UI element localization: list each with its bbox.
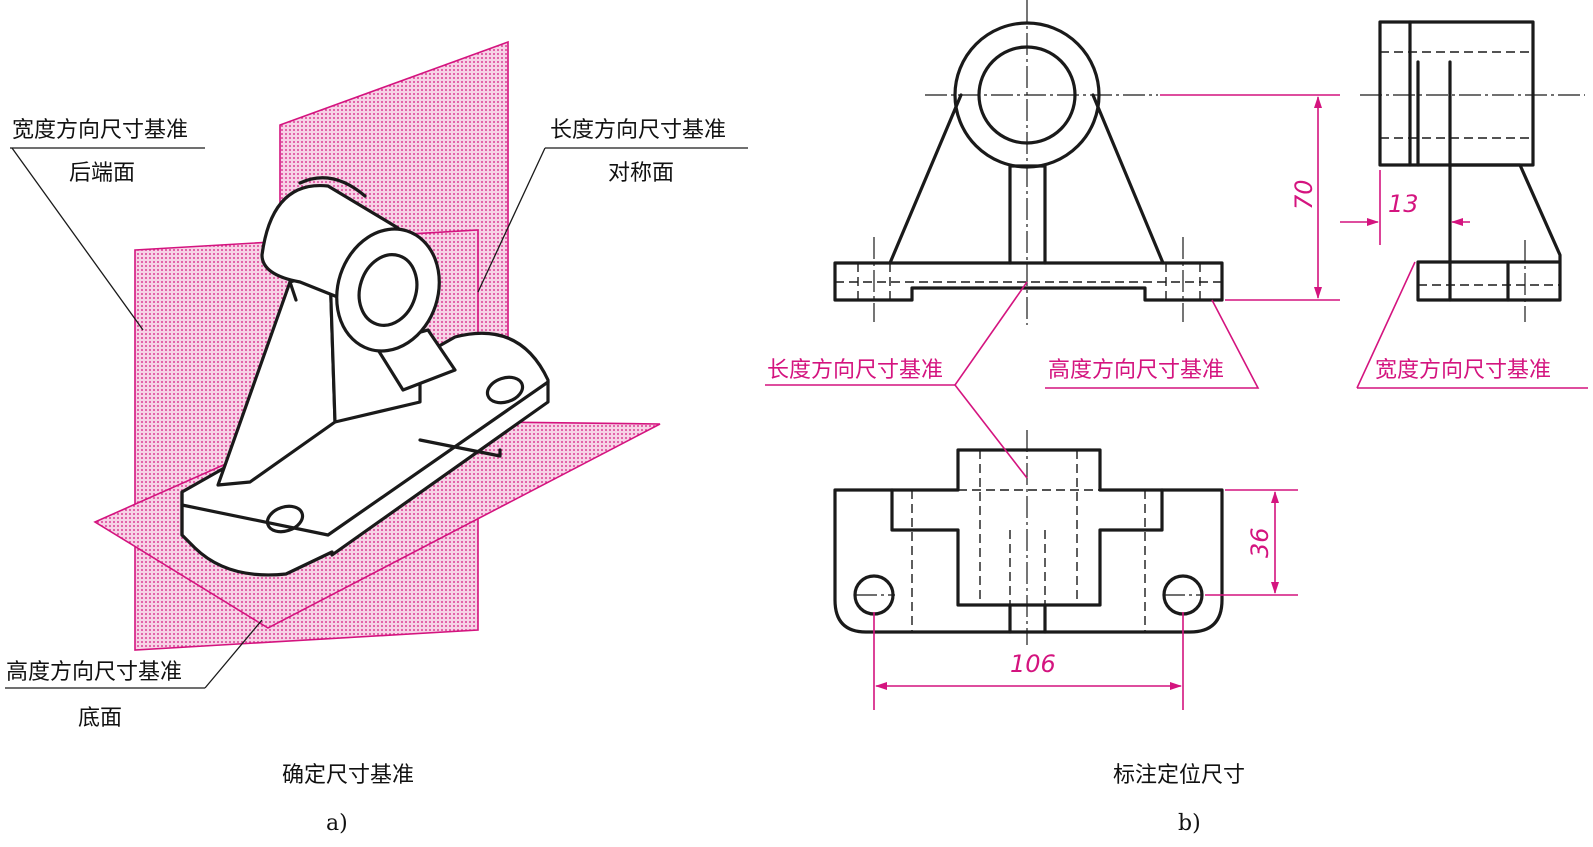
boss-bore xyxy=(357,253,419,327)
caption-a: 确定尺寸基准 xyxy=(282,763,414,788)
dim-13: 13 xyxy=(1388,190,1419,218)
dim-70: 70 xyxy=(1290,179,1318,210)
length-datum-label-b: 长度方向尺寸基准 xyxy=(767,358,943,383)
caption-b: 标注定位尺寸 xyxy=(1113,763,1245,788)
figure-a-isometric: 宽度方向尺寸基准 后端面 长度方向尺寸基准 对称面 高度方向尺寸基准 底面 确定… xyxy=(5,40,748,836)
width-datum-face-a: 后端面 xyxy=(69,161,135,186)
boss-inner-circle xyxy=(977,45,1077,145)
top-view xyxy=(833,430,1224,645)
base-hole-back xyxy=(485,375,525,405)
height-datum-title-a: 高度方向尺寸基准 xyxy=(6,660,182,685)
side-view xyxy=(1360,20,1585,322)
width-datum-label-b: 宽度方向尺寸基准 xyxy=(1375,358,1551,383)
height-datum-label-b: 高度方向尺寸基准 xyxy=(1048,358,1224,383)
front-view xyxy=(833,0,1224,325)
base-hole-front xyxy=(265,504,305,534)
cylinder-boss xyxy=(260,176,441,353)
width-datum-title-a: 宽度方向尺寸基准 xyxy=(12,118,188,143)
length-datum-face-a: 对称面 xyxy=(608,161,674,186)
length-datum-title-a: 长度方向尺寸基准 xyxy=(550,118,726,143)
height-datum-face-a: 底面 xyxy=(78,706,122,731)
dimension-annotations: 70 13 36 106 长度方向尺寸基准 高度方向尺寸基准 xyxy=(765,94,1588,710)
sublabel-a: a) xyxy=(326,811,348,836)
figure-b-orthographic: 70 13 36 106 长度方向尺寸基准 高度方向尺寸基准 xyxy=(765,0,1588,836)
dim-106: 106 xyxy=(1010,650,1056,678)
sublabel-b: b) xyxy=(1178,811,1201,836)
dim-36: 36 xyxy=(1246,527,1274,558)
